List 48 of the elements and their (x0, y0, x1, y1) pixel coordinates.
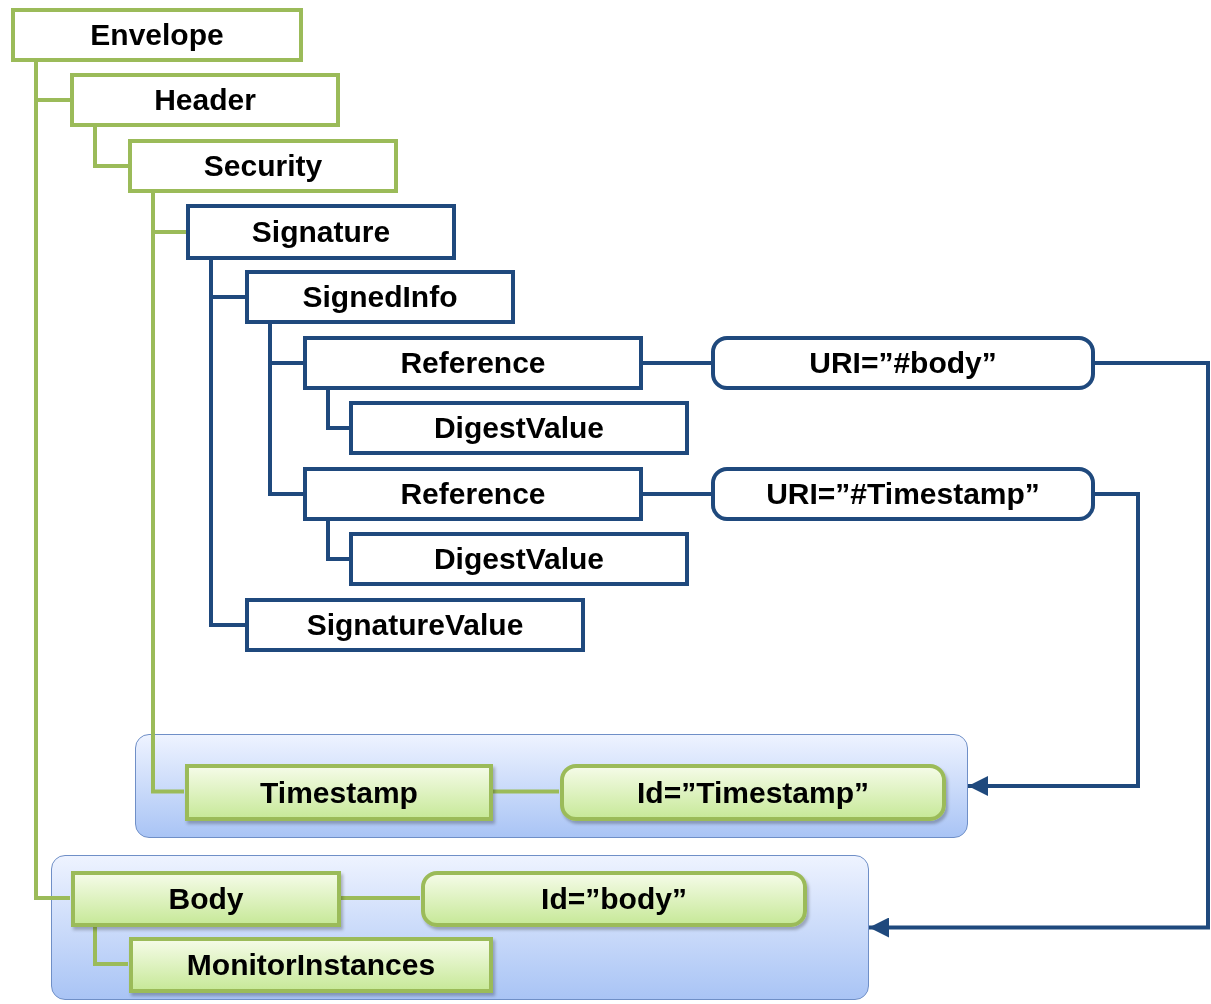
element-box (349, 401, 689, 455)
connector-line (643, 361, 711, 365)
element-name: Body (168, 882, 244, 916)
element-name: URI=”#body” (809, 346, 997, 380)
attribute-box (711, 336, 1095, 390)
element-box (303, 336, 643, 390)
attribute-box (711, 467, 1095, 521)
element-name: Header (154, 83, 256, 117)
element-name: Signature (251, 215, 391, 249)
arrow (869, 361, 1210, 938)
connector-line (209, 260, 245, 627)
highlight-panel (135, 734, 968, 838)
element-box (11, 8, 303, 62)
element-name: Envelope (90, 18, 224, 52)
highlight-panel (51, 855, 869, 1000)
element-box (186, 204, 456, 260)
element-name: SignatureValue (306, 608, 524, 642)
connector-line (93, 127, 128, 168)
element-name: Id=”body” (541, 882, 687, 916)
element-box (349, 532, 689, 586)
element-name: DigestValue (433, 411, 605, 445)
element-name: URI=”#Timestamp” (766, 477, 1040, 511)
connector-line (93, 926, 128, 966)
element-box (245, 598, 585, 652)
connector-line (326, 390, 349, 430)
attribute-box (421, 871, 807, 927)
element-name: Security (203, 149, 323, 183)
element-name: DigestValue (433, 542, 605, 576)
element-box (303, 467, 643, 521)
element-box (70, 73, 340, 127)
attribute-box (560, 764, 946, 821)
connector-line (268, 324, 303, 496)
element-name: Reference (400, 477, 546, 511)
element-name: Timestamp (260, 775, 418, 810)
connector-line (492, 789, 559, 794)
element-box (128, 139, 398, 193)
element-name: MonitorInstances (186, 948, 436, 982)
element-name: Id=”Timestamp” (637, 775, 869, 810)
element-name: Reference (400, 346, 546, 380)
arrow (968, 492, 1140, 796)
connector-line (643, 492, 711, 496)
element-box (71, 871, 341, 927)
element-box (185, 764, 493, 821)
connector-line (326, 521, 349, 561)
connector-line (340, 896, 420, 900)
element-box (245, 270, 515, 324)
element-box (129, 937, 493, 993)
element-name: SignedInfo (302, 280, 458, 314)
